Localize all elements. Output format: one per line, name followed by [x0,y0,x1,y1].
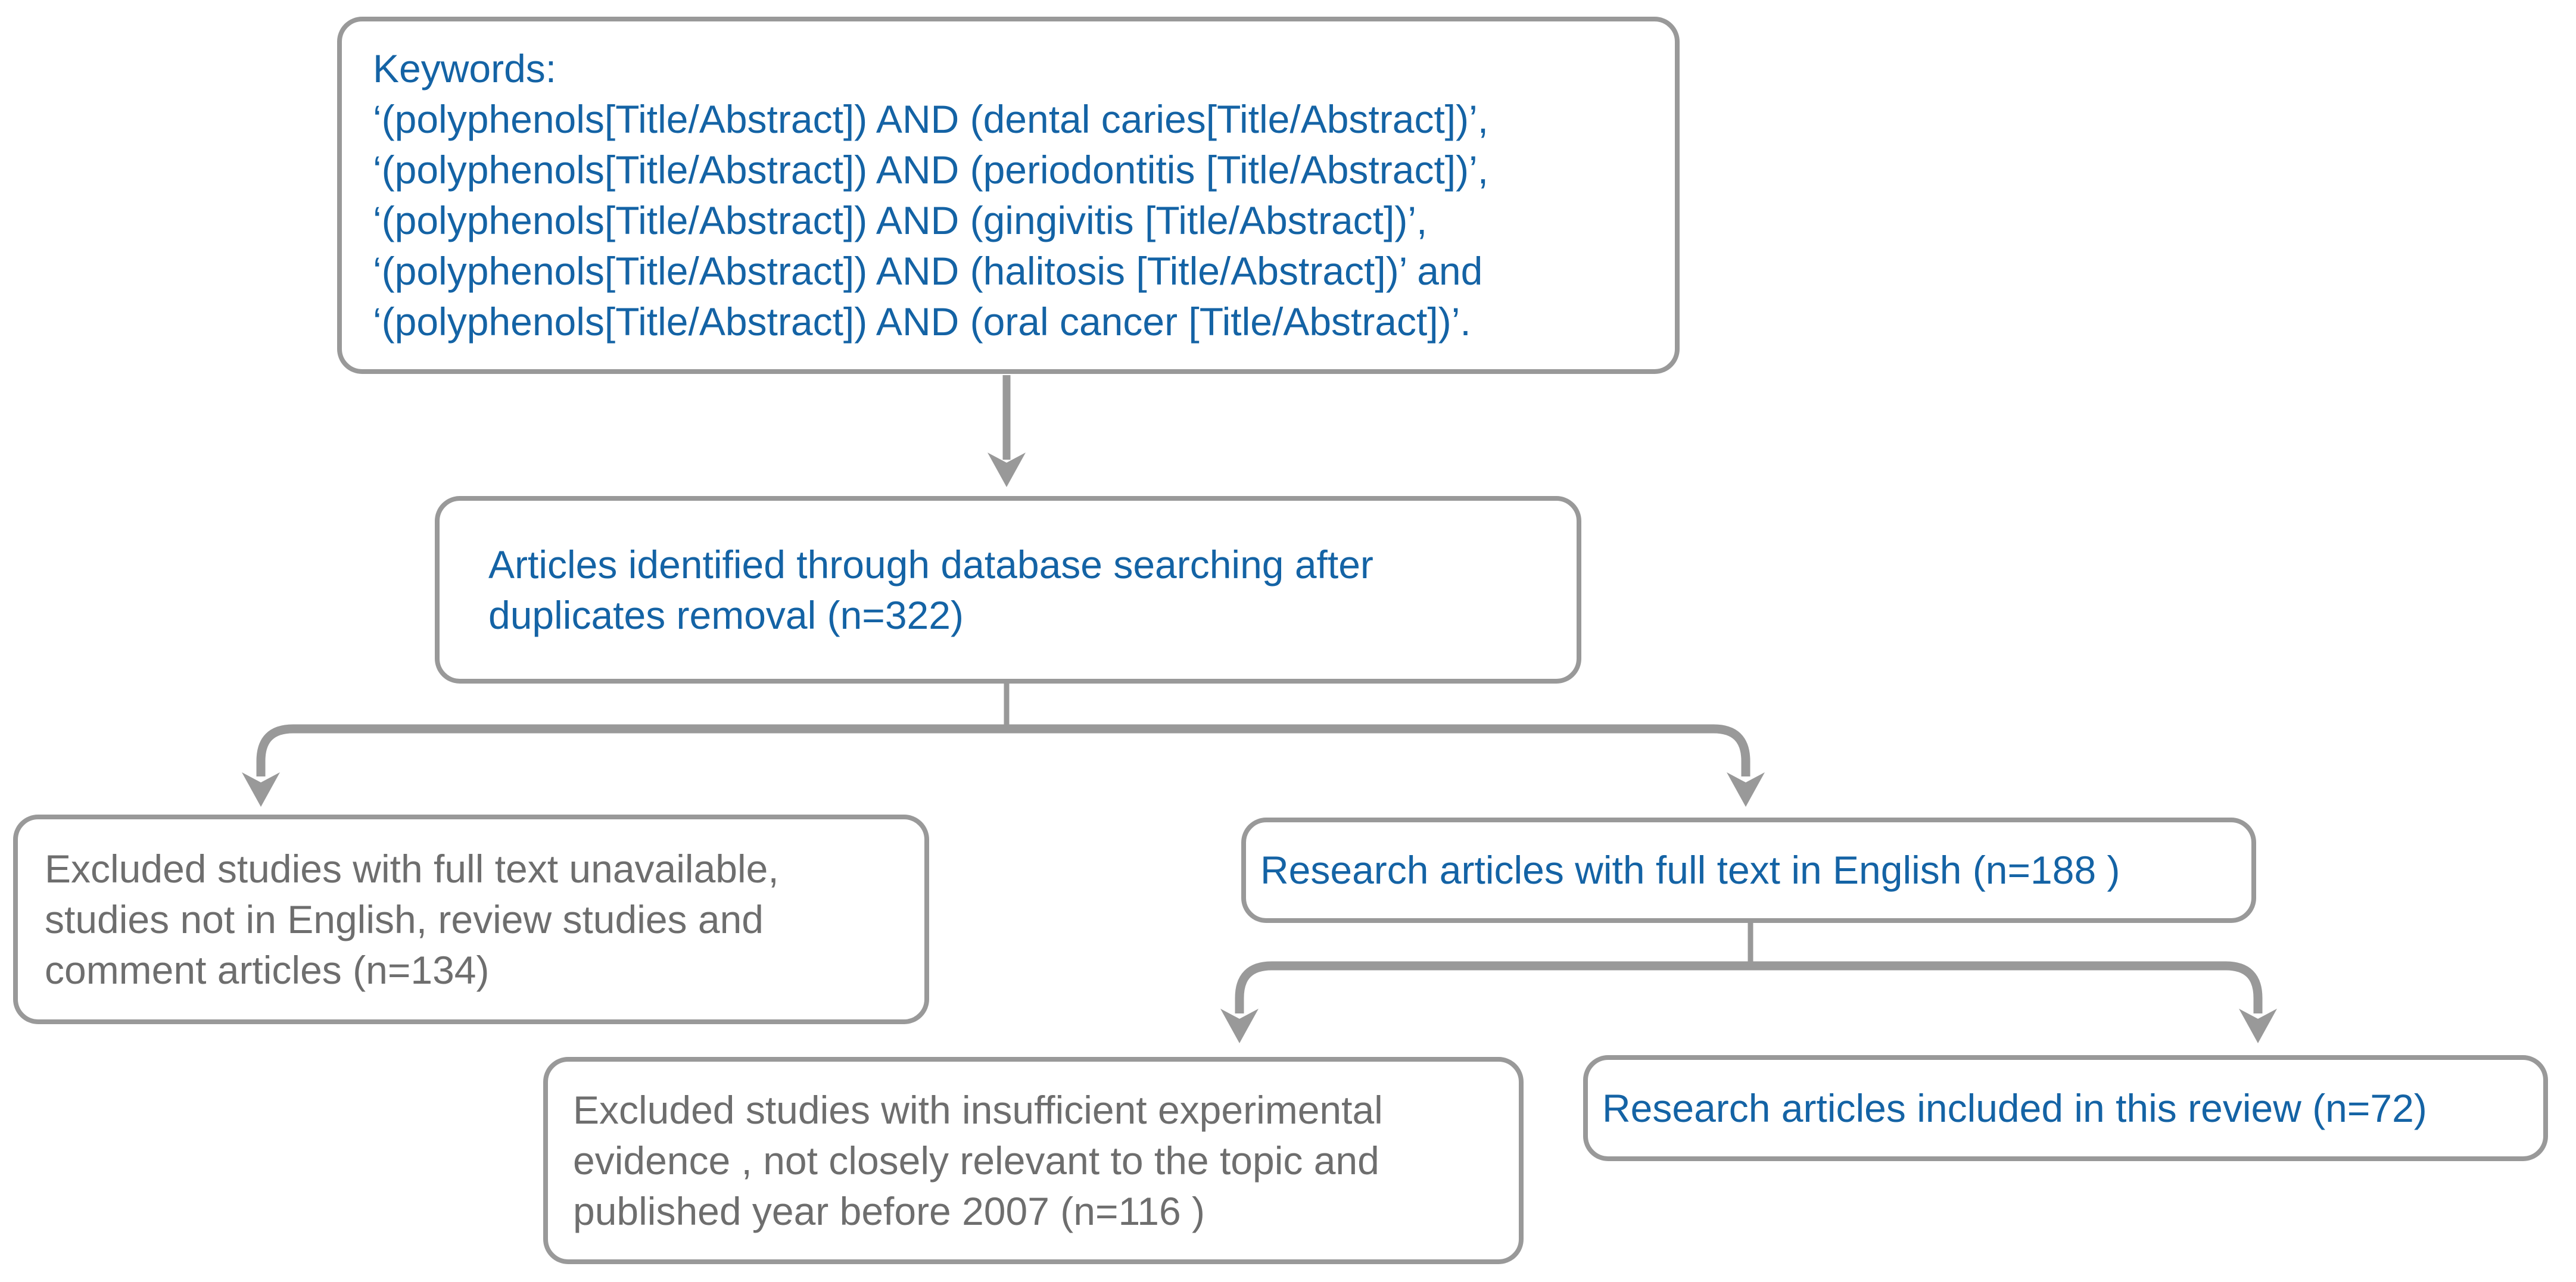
excluded-evidence-line: published year before 2007 (n=116 ) [573,1189,1206,1233]
keywords-line: ‘(polyphenols[Title/Abstract]) AND (hali… [373,249,1483,293]
keywords-line: ‘(polyphenols[Title/Abstract]) AND (oral… [373,300,1471,344]
excluded-fulltext-line: comment articles (n=134) [45,947,490,992]
excluded-fulltext-line: Excluded studies with full text unavaila… [45,846,779,891]
articles-identified-line: duplicates removal (n=322) [488,592,964,637]
branch-identified-split [242,682,1765,807]
excluded-fulltext-box: Excluded studies with full text unavaila… [13,815,929,1024]
articles-identified-box: Articles identified through database sea… [435,496,1581,684]
included-in-review-text: Research articles included in this revie… [1602,1086,2427,1130]
excluded-evidence-line: evidence , not closely relevant to the t… [573,1138,1379,1183]
fulltext-english-box: Research articles with full text in Engl… [1241,818,2256,923]
keywords-line: ‘(polyphenols[Title/Abstract]) AND (peri… [373,148,1489,192]
excluded-fulltext-line: studies not in English, review studies a… [45,897,764,941]
fulltext-english-text: Research articles with full text in Engl… [1260,848,2120,892]
keywords-line: Keywords: [373,46,557,91]
included-in-review-box: Research articles included in this revie… [1583,1055,2548,1161]
excluded-evidence-line: Excluded studies with insufficient exper… [573,1087,1383,1132]
keywords-line: ‘(polyphenols[Title/Abstract]) AND (dent… [373,97,1489,141]
articles-identified-line: Articles identified through database sea… [488,542,1373,587]
arrow-keywords-to-identified [988,375,1026,487]
keywords-line: ‘(polyphenols[Title/Abstract]) AND (ging… [373,198,1428,242]
keywords-box: Keywords: ‘(polyphenols[Title/Abstract])… [337,17,1680,374]
branch-english-split [1220,922,2277,1043]
excluded-evidence-box: Excluded studies with insufficient exper… [543,1057,1524,1264]
